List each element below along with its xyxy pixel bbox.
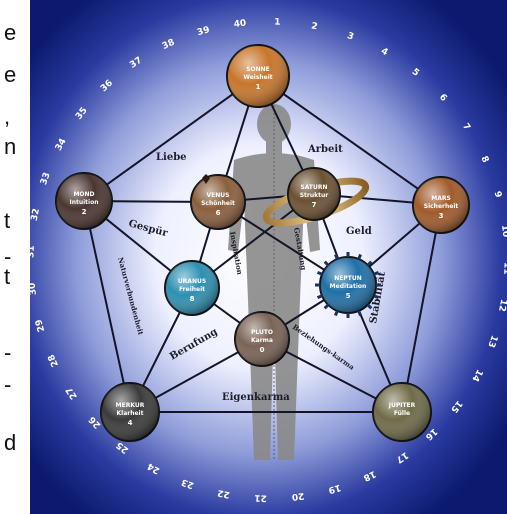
ring-number: 13	[485, 334, 499, 349]
planet-quality: Intuition	[69, 199, 98, 206]
planet-name: JUPITER	[388, 402, 416, 409]
strip-char: ,	[4, 104, 11, 129]
planet-name: VENUS	[207, 192, 230, 199]
ring-number: 10	[499, 224, 507, 238]
planet-quality: Schönheit	[201, 200, 235, 207]
planet-name: SONNE	[246, 66, 270, 73]
ring-number: 4	[379, 46, 389, 58]
ring-number: 11	[501, 262, 507, 275]
ring-number: 23	[180, 476, 195, 490]
planet-quality: Sicherheit	[424, 203, 459, 210]
label-geld: Geld	[346, 226, 372, 237]
strip-char: -	[4, 372, 12, 397]
planet-number: 5	[346, 292, 351, 300]
planet-name: MARS	[431, 195, 451, 202]
ring-number: 18	[362, 468, 378, 482]
heart-icon	[202, 174, 210, 184]
planet-quality: Freiheit	[179, 286, 205, 293]
planet-number: 7	[312, 201, 317, 209]
planet-number: 2	[82, 208, 87, 216]
planet-number: 0	[260, 346, 265, 354]
strip-char: -	[4, 244, 12, 269]
ring-number: 32	[30, 208, 42, 222]
planet-quality: Meditation	[330, 283, 367, 290]
ring-number: 8	[478, 155, 490, 165]
strip-char: -	[4, 340, 12, 365]
planet-number: 4	[128, 419, 133, 427]
ring-number: 5	[410, 67, 421, 79]
planet-name: SATURN	[300, 184, 327, 191]
planet-name: MERKUR	[116, 402, 145, 409]
ring-number: 30	[30, 282, 39, 296]
planet-name: MOND	[73, 191, 94, 198]
planet-number: 8	[190, 295, 195, 303]
planet-quality: Karma	[251, 337, 273, 344]
ring-number: 12	[496, 298, 507, 312]
left-text-strip: e e , n t - t - - d	[0, 0, 30, 514]
strip-char: n	[4, 134, 17, 159]
ring-number: 6	[437, 92, 449, 103]
ring-number: 3	[346, 31, 355, 43]
ring-number: 28	[47, 353, 61, 369]
planet-number: 3	[439, 212, 444, 220]
ring-number: 38	[161, 38, 177, 52]
label-eigenkarma: Eigenkarma	[222, 392, 290, 403]
ring-number: 2	[310, 21, 318, 32]
ring-number: 31	[30, 245, 37, 258]
planet-name: NEPTUN	[334, 275, 362, 282]
ring-number: 22	[217, 487, 231, 499]
strip-char: t	[4, 264, 11, 289]
ring-number: 19	[327, 482, 342, 495]
ring-number: 40	[233, 19, 247, 30]
ring-number: 9	[492, 190, 503, 199]
planet-number: 1	[256, 83, 261, 91]
ring-number: 1	[274, 17, 281, 27]
planet-name: PLUTO	[251, 329, 273, 336]
strip-char: t	[4, 208, 11, 233]
planet-name: URANUS	[178, 278, 206, 285]
ring-number: 33	[39, 171, 53, 186]
ring-number: 21	[254, 492, 267, 502]
strip-char: e	[4, 62, 17, 87]
ring-number: 29	[34, 318, 47, 333]
ring-number: 20	[291, 490, 305, 501]
ring-number: 7	[460, 122, 472, 133]
strip-char: e	[4, 20, 17, 45]
ring-number: 39	[196, 25, 211, 38]
planet-number: 6	[216, 209, 221, 217]
human-silhouette	[228, 104, 320, 460]
planet-quality: Fülle	[394, 410, 410, 417]
planet-quality: Struktur	[300, 192, 329, 199]
label-liebe: Liebe	[156, 152, 187, 163]
planet-quality: Weisheit	[243, 74, 272, 81]
strip-char: d	[4, 430, 17, 455]
label-arbeit: Arbeit	[307, 144, 343, 155]
planet-quality: Klarheit	[117, 410, 144, 417]
